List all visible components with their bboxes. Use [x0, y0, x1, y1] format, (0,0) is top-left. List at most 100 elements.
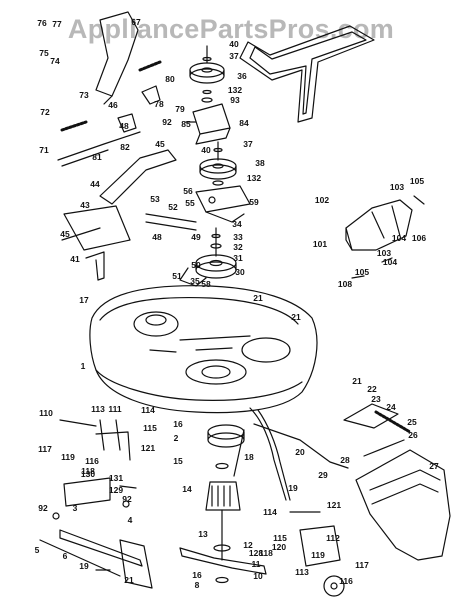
part-callout: 17: [79, 295, 89, 305]
blade-spindle: [205, 424, 245, 584]
part-callout: 48: [152, 232, 162, 242]
part-callout: 105: [410, 176, 424, 186]
part-callout: 38: [255, 158, 265, 168]
part-callout: 71: [39, 145, 49, 155]
part-callout: 121: [327, 500, 341, 510]
part-callout: 117: [355, 560, 369, 570]
watermark-text: AppliancePartsPros.com: [67, 14, 395, 44]
mower-deck: [89, 285, 318, 414]
part-callout: 10: [253, 571, 263, 581]
part-callout: 92: [162, 117, 172, 127]
part-callout: 128: [249, 548, 263, 558]
part-callout: 1: [81, 361, 86, 371]
part-callout: 15: [173, 456, 183, 466]
part-callout: 67: [131, 17, 141, 27]
part-callout: 110: [39, 408, 53, 418]
part-callout: 55: [185, 198, 195, 208]
part-callout: 92: [38, 503, 48, 513]
part-callout: 16: [173, 419, 183, 429]
part-callout: 81: [92, 152, 102, 162]
part-callout: 21: [291, 312, 301, 322]
part-callout: 22: [367, 384, 377, 394]
part-callout: 74: [50, 56, 60, 66]
part-callout: 3: [73, 503, 78, 513]
hangers-and-springs: [57, 11, 197, 281]
part-callout: 24: [386, 402, 396, 412]
front-hanger-assembly: [39, 419, 153, 589]
part-callout: 35: [190, 276, 200, 286]
part-callout: 78: [154, 99, 164, 109]
part-callout: 33: [233, 232, 243, 242]
part-callout: 119: [311, 550, 325, 560]
idler-arm: [195, 185, 251, 223]
part-callout: 53: [150, 194, 160, 204]
part-callout: 2: [174, 433, 179, 443]
part-callout: 32: [233, 242, 243, 252]
part-callout: 25: [407, 417, 417, 427]
part-callout: 121: [141, 443, 155, 453]
part-callout: 116: [339, 576, 353, 586]
part-callout: 106: [412, 233, 426, 243]
part-callout: 5: [35, 545, 40, 555]
part-callout: 6: [63, 551, 68, 561]
part-callout: 132: [247, 173, 261, 183]
part-callout: 73: [79, 90, 89, 100]
part-callout: 8: [195, 580, 200, 590]
mulch-plug: [345, 195, 425, 279]
part-callout: 93: [230, 95, 240, 105]
part-callout: 113: [91, 404, 105, 414]
part-callout: 30: [235, 267, 245, 277]
part-callout: 59: [249, 197, 259, 207]
part-callout: 118: [259, 548, 273, 558]
part-callout: 46: [108, 100, 118, 110]
part-callout: 105: [355, 267, 369, 277]
part-callout: 92: [122, 494, 132, 504]
part-callout: 21: [253, 293, 263, 303]
part-callout: 20: [295, 447, 305, 457]
part-callout: 36: [237, 71, 247, 81]
mower-blade: [179, 547, 267, 575]
part-callout: 11: [252, 559, 261, 569]
part-callout: 26: [408, 430, 418, 440]
part-callout: 19: [288, 483, 298, 493]
part-callout: 31: [233, 253, 243, 263]
part-callout: 120: [272, 542, 286, 552]
part-callout: 117: [38, 444, 52, 454]
part-callout: 45: [60, 229, 70, 239]
part-callout: 14: [182, 484, 192, 494]
part-callout: 52: [168, 202, 178, 212]
part-callout: 102: [315, 195, 329, 205]
part-callout: 19: [79, 561, 89, 571]
part-callout: 40: [229, 39, 239, 49]
part-callout: 77: [52, 19, 62, 29]
anti-scalp-bracket: [289, 511, 345, 597]
part-callout: 50: [191, 260, 201, 270]
part-callout: 82: [120, 142, 130, 152]
part-callout: 45: [155, 139, 165, 149]
part-callout: 40: [201, 145, 211, 155]
part-callout: 34: [232, 219, 242, 229]
part-callout: 115: [143, 423, 157, 433]
part-callout: 37: [229, 51, 239, 61]
part-callout: 129: [109, 485, 123, 495]
part-callout: 43: [80, 200, 90, 210]
part-callout: 103: [390, 182, 404, 192]
part-callout: 12: [243, 540, 253, 550]
discharge-chute: [343, 403, 451, 561]
part-callout: 4: [128, 515, 133, 525]
part-callout: 75: [39, 48, 49, 58]
part-callout: 116: [85, 456, 99, 466]
part-callout: 112: [326, 533, 340, 543]
part-callout: 23: [371, 394, 381, 404]
part-callout: 118: [81, 466, 95, 476]
part-callout: 119: [61, 452, 75, 462]
part-callout: 58: [201, 279, 211, 289]
part-callout: 28: [340, 455, 350, 465]
idler-pulley-upper: [189, 45, 225, 103]
part-callout: 85: [181, 119, 191, 129]
part-callout: 103: [377, 248, 391, 258]
part-callout: 101: [313, 239, 327, 249]
